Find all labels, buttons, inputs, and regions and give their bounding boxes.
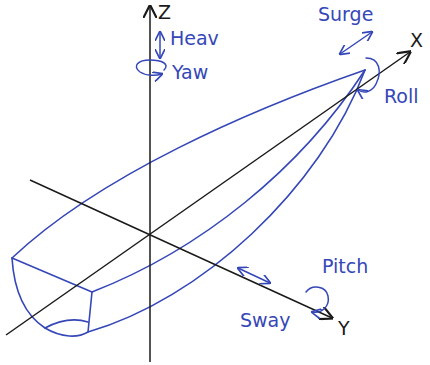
motion-label: Yaw xyxy=(172,62,208,83)
axis-label: Z xyxy=(158,2,171,23)
chine-line xyxy=(45,320,88,328)
transom-outline xyxy=(12,258,92,336)
motion-label: Sway xyxy=(240,310,291,331)
pitch-arrow xyxy=(306,287,328,312)
x-axis xyxy=(6,52,410,335)
axis-label: Y xyxy=(338,318,350,339)
motion-label: Pitch xyxy=(322,256,368,277)
y-axis xyxy=(30,180,332,318)
axis-label: X xyxy=(410,30,423,51)
surge-arrow xyxy=(340,32,372,54)
motion-label: Heav xyxy=(170,28,219,49)
heave-arrow xyxy=(159,32,161,58)
sway-arrow xyxy=(238,268,270,283)
motion-label: Surge xyxy=(318,4,373,25)
hull-keel-line xyxy=(88,70,365,332)
hull-deck-edge xyxy=(12,70,365,258)
roll-arrow xyxy=(358,58,379,92)
yaw-arrow xyxy=(136,60,166,75)
transom-top xyxy=(12,258,92,292)
motion-label: Roll xyxy=(384,86,419,107)
